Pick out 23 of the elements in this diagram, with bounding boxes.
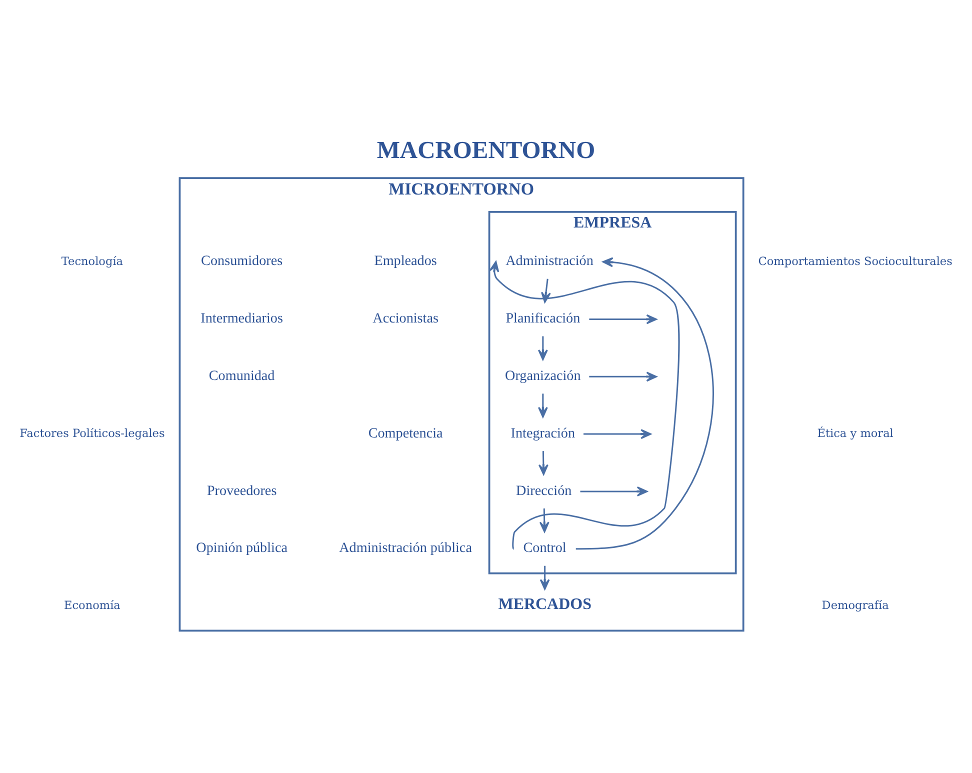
diagram-title: MACROENTORNO bbox=[376, 136, 596, 164]
label: Consumidores bbox=[201, 252, 283, 269]
label: Factores Políticos-legales bbox=[20, 426, 165, 440]
label: Administración pública bbox=[339, 540, 472, 556]
label: Accionistas bbox=[372, 310, 438, 326]
label: Proveedores bbox=[206, 482, 277, 498]
label: Demografía bbox=[822, 598, 889, 612]
label: Intermediarios bbox=[200, 310, 283, 326]
node-text: Integración bbox=[510, 424, 576, 441]
label: Competencia bbox=[368, 424, 443, 441]
label: Comportamientos Socioculturales bbox=[758, 254, 952, 268]
label: Tecnología bbox=[61, 254, 124, 268]
label: Ética y moral bbox=[817, 426, 894, 440]
node-text: MERCADOS bbox=[498, 596, 592, 613]
node-text: Control bbox=[523, 540, 566, 556]
label: Economía bbox=[64, 598, 120, 612]
node-text: Administración bbox=[506, 252, 594, 269]
label: Empleados bbox=[374, 252, 437, 269]
node-text: Planificación bbox=[506, 310, 580, 326]
node-text: Organización bbox=[505, 367, 581, 384]
label: Comunidad bbox=[208, 367, 275, 384]
node-text: Dirección bbox=[516, 482, 572, 498]
label: Opinión pública bbox=[196, 540, 288, 556]
